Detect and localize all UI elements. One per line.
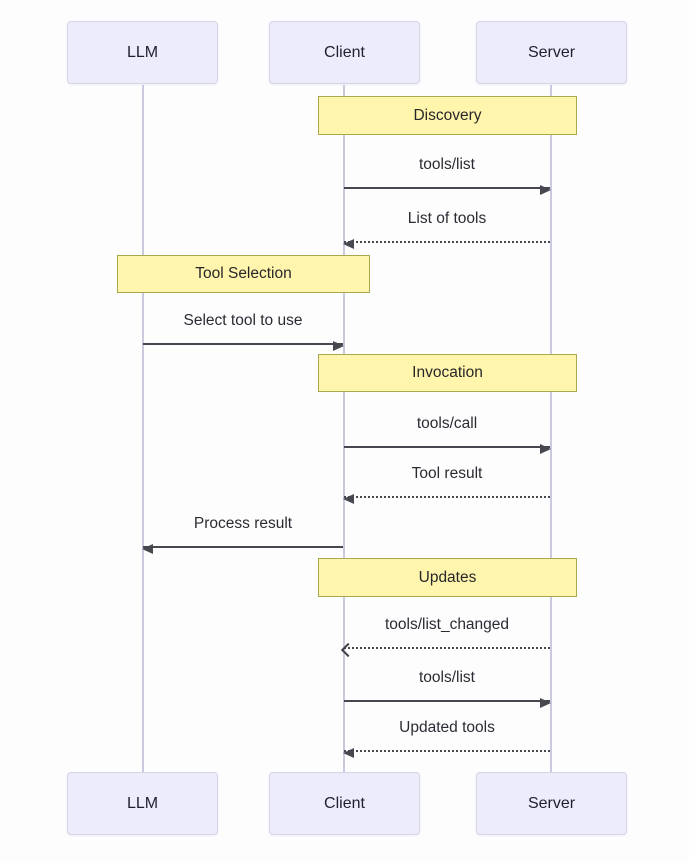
message-label: List of tools [407, 210, 487, 227]
actor-llm-label: LLM [126, 794, 159, 812]
actor-client-bottom: Client [269, 772, 420, 835]
section-updates-label: Updates [418, 568, 477, 586]
actor-llm-bottom: LLM [67, 772, 218, 835]
message-label: Select tool to use [183, 312, 303, 329]
arrow-solid-right [344, 444, 551, 454]
arrow-solid-left [142, 544, 343, 554]
actor-server-top: Server [476, 21, 627, 84]
section-invocation: Invocation [318, 354, 577, 392]
section-tool-selection: Tool Selection [117, 255, 370, 293]
actor-client-label: Client [324, 43, 365, 61]
lifeline-server [550, 85, 552, 772]
arrowhead-filled-right-icon [540, 698, 551, 708]
section-discovery-label: Discovery [413, 106, 482, 124]
message-label: Updated tools [399, 719, 495, 736]
arrowhead-filled-left-icon [343, 239, 354, 249]
message-tools-list-1: tools/list [344, 154, 551, 195]
lifeline-llm [142, 85, 144, 772]
message-label: tools/list [419, 669, 475, 686]
message-list-of-tools: List of tools [343, 208, 550, 249]
message-process-result: Process result [142, 513, 343, 554]
arrow-dotted-left-open [340, 642, 550, 657]
message-tool-result: Tool result [343, 463, 550, 504]
lifeline-client [343, 85, 345, 772]
message-label: tools/call [416, 415, 478, 432]
arrowhead-filled-left-icon [142, 544, 153, 554]
arrow-dotted-left [343, 494, 550, 504]
message-select-tool: Select tool to use [143, 310, 344, 351]
arrow-dotted-left [343, 239, 550, 249]
message-tools-list-changed: tools/list_changed [340, 614, 550, 657]
actor-server-label: Server [527, 43, 576, 61]
message-label: tools/list_changed [384, 616, 510, 633]
message-label: Tool result [411, 465, 483, 482]
actor-llm-top: LLM [67, 21, 218, 84]
arrow-dotted-left [343, 748, 550, 758]
section-discovery: Discovery [318, 96, 577, 135]
arrow-solid-right [344, 698, 551, 708]
arrow-solid-right [344, 185, 551, 195]
section-updates: Updates [318, 558, 577, 597]
arrow-solid-right [143, 341, 344, 351]
message-label: tools/list [419, 156, 475, 173]
arrowhead-filled-right-icon [540, 444, 551, 454]
actor-server-bottom: Server [476, 772, 627, 835]
arrowhead-filled-right-icon [333, 341, 344, 351]
message-updated-tools: Updated tools [343, 717, 550, 758]
section-invocation-label: Invocation [412, 364, 483, 381]
actor-client-top: Client [269, 21, 420, 84]
arrowhead-filled-left-icon [343, 748, 354, 758]
actor-server-label: Server [527, 794, 576, 812]
actor-llm-label: LLM [126, 43, 159, 61]
actor-client-label: Client [324, 794, 365, 812]
message-tools-list-2: tools/list [344, 667, 551, 708]
arrowhead-filled-left-icon [343, 494, 354, 504]
message-tools-call: tools/call [344, 413, 551, 454]
arrowhead-filled-right-icon [540, 185, 551, 195]
section-tool-selection-label: Tool Selection [195, 265, 292, 282]
message-label: Process result [193, 515, 293, 532]
